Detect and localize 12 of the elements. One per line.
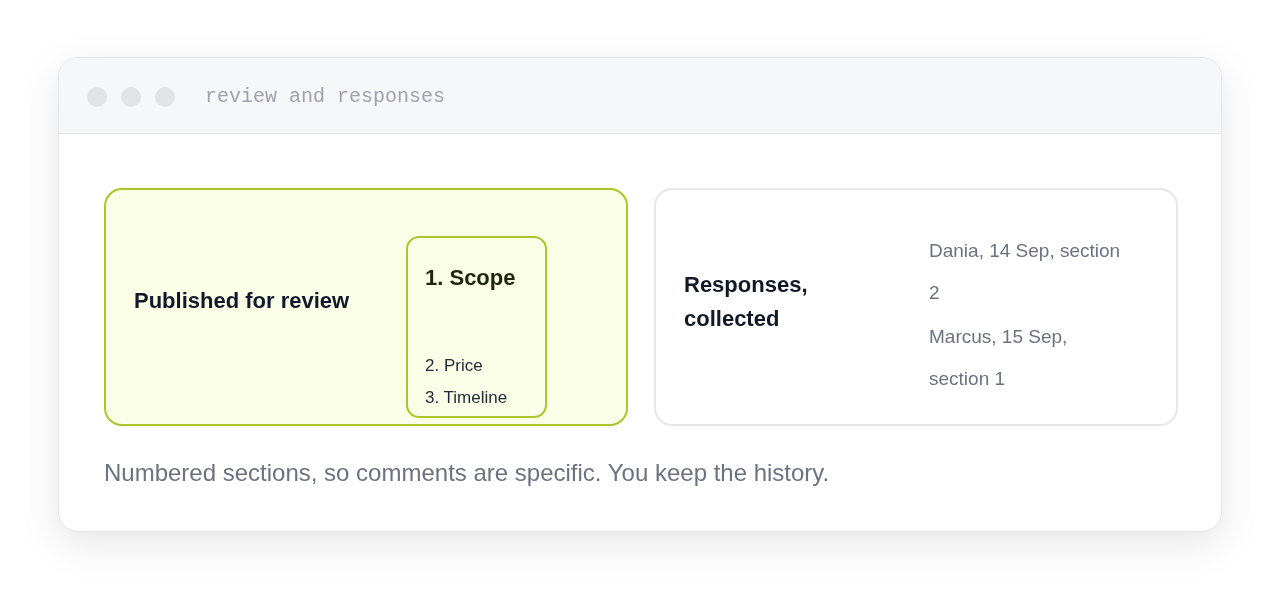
section-card	[406, 236, 547, 418]
caption-text: Numbered sections, so comments are specific. You keep the history.	[104, 458, 830, 488]
section-item: 3. Timeline	[425, 387, 508, 409]
panel-heading: Published for review	[134, 287, 350, 315]
response-entry: Dania, 14 Sep, section 2	[929, 239, 1122, 305]
section-item: 2. Price	[425, 355, 483, 377]
section-heading: 1. Scope	[425, 264, 516, 292]
content-panel	[104, 188, 628, 426]
panel-heading: Responses, collected	[684, 271, 809, 333]
window-title: review and responses	[205, 84, 446, 110]
response-entry: Marcus, 15 Sep, section 1	[929, 325, 1069, 391]
content-panel	[654, 188, 1178, 426]
